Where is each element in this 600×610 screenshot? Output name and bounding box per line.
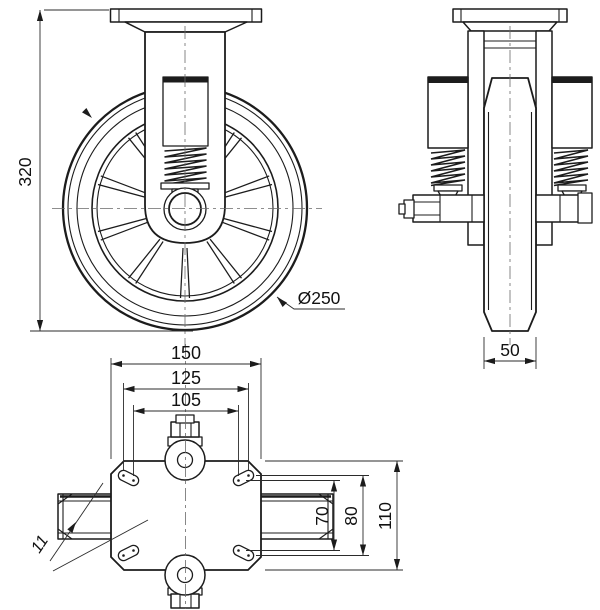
- slot-fill: [119, 546, 138, 560]
- arrowhead: [133, 407, 145, 415]
- arrowhead: [250, 360, 261, 368]
- dim-plate-width-label: 150: [171, 343, 201, 363]
- side-view: 50: [398, 8, 593, 369]
- top-plate-front: [109, 8, 263, 23]
- spring-coil-side: [553, 149, 589, 187]
- dimension-plate-width: 150: [110, 343, 262, 459]
- dimension-bolt-outer-width: 125: [123, 368, 249, 470]
- spring-slot-front: [162, 76, 209, 147]
- dimension-wheel-width: 50: [483, 337, 537, 369]
- front-view: 320 Ø250: [15, 8, 345, 348]
- dim-bolt-inner-depth-label: 70: [312, 506, 332, 526]
- top-plate-side: [452, 8, 568, 23]
- dim-bolt-outer-depth-label: 80: [341, 506, 361, 526]
- arrowhead: [393, 461, 401, 472]
- spring-coil-front: [164, 147, 207, 186]
- dim-bolt-inner-width-label: 105: [171, 390, 201, 410]
- arrowhead: [330, 480, 338, 492]
- dim-slot-width-label: 11: [28, 532, 53, 556]
- arrowhead: [330, 539, 338, 551]
- arrowhead: [111, 360, 122, 368]
- arrowhead: [237, 385, 249, 393]
- slot-fill: [234, 471, 253, 485]
- dimension-plate-depth: 110: [265, 460, 403, 571]
- plan-view: 150 125 105 70: [28, 343, 403, 609]
- dim-wheel-diameter-label: Ø250: [298, 288, 341, 308]
- arrowhead: [393, 559, 401, 570]
- dim-overall-height-label: 320: [15, 157, 35, 186]
- dim-plate-depth-label: 110: [375, 502, 395, 530]
- tire-chamfer: [57, 493, 73, 505]
- slot-fill: [119, 471, 138, 485]
- kingpin-top: [164, 414, 206, 481]
- leader-line: [49, 482, 104, 562]
- dimension-bolt-inner-width: 105: [133, 390, 239, 476]
- kingpin-hole: [176, 451, 194, 469]
- slot-fill: [234, 546, 253, 560]
- arrowhead: [227, 407, 239, 415]
- axle-end-nub: [398, 203, 406, 215]
- dim-bolt-outer-width-label: 125: [171, 368, 201, 388]
- spring-housing-left: [427, 76, 469, 209]
- dimension-wheel-diameter: Ø250: [82, 108, 345, 310]
- kingpin-hole: [176, 566, 194, 584]
- spring-housing-right: [551, 76, 593, 209]
- fork-front: [109, 8, 263, 244]
- arrowhead: [359, 475, 367, 487]
- dim-wheel-width-label: 50: [500, 340, 520, 360]
- dimension-bolt-outer-depth: 80: [256, 475, 369, 556]
- fork-neck-front: [124, 21, 248, 33]
- arrowhead: [359, 544, 367, 556]
- arrowhead: [123, 385, 135, 393]
- tire-chamfer: [318, 493, 334, 505]
- kingpin-cap: [175, 414, 195, 424]
- mounting-plate-plan: [110, 460, 262, 571]
- housing-cap: [428, 77, 468, 83]
- axle-bar-left: [412, 194, 485, 223]
- housing-cap: [552, 77, 592, 83]
- dimension-overall-height: 320: [15, 9, 193, 332]
- spring-coil-side: [430, 149, 466, 187]
- axle-assembly-side: [398, 192, 593, 224]
- kingpin-bottom: [164, 554, 206, 609]
- arrowhead: [484, 357, 495, 365]
- arrowhead: [82, 108, 95, 121]
- spring-washer: [433, 184, 463, 192]
- arrowhead: [525, 357, 536, 365]
- dimension-bolt-inner-depth: 70: [246, 480, 340, 551]
- arrowhead: [36, 10, 44, 21]
- arrowhead: [274, 294, 287, 307]
- axle-end-block: [577, 192, 593, 224]
- kingpin-nut: [170, 421, 200, 438]
- tire-chamfer: [57, 528, 73, 540]
- arrowhead: [36, 320, 44, 331]
- leader-line: [52, 519, 149, 572]
- bolt-slots: [117, 469, 255, 562]
- spring-slot-cap: [163, 77, 208, 83]
- tire-chamfer: [318, 528, 334, 540]
- spring-washer: [557, 184, 587, 192]
- slot-center-marks: [122, 474, 250, 557]
- kingpin-nut: [170, 593, 200, 609]
